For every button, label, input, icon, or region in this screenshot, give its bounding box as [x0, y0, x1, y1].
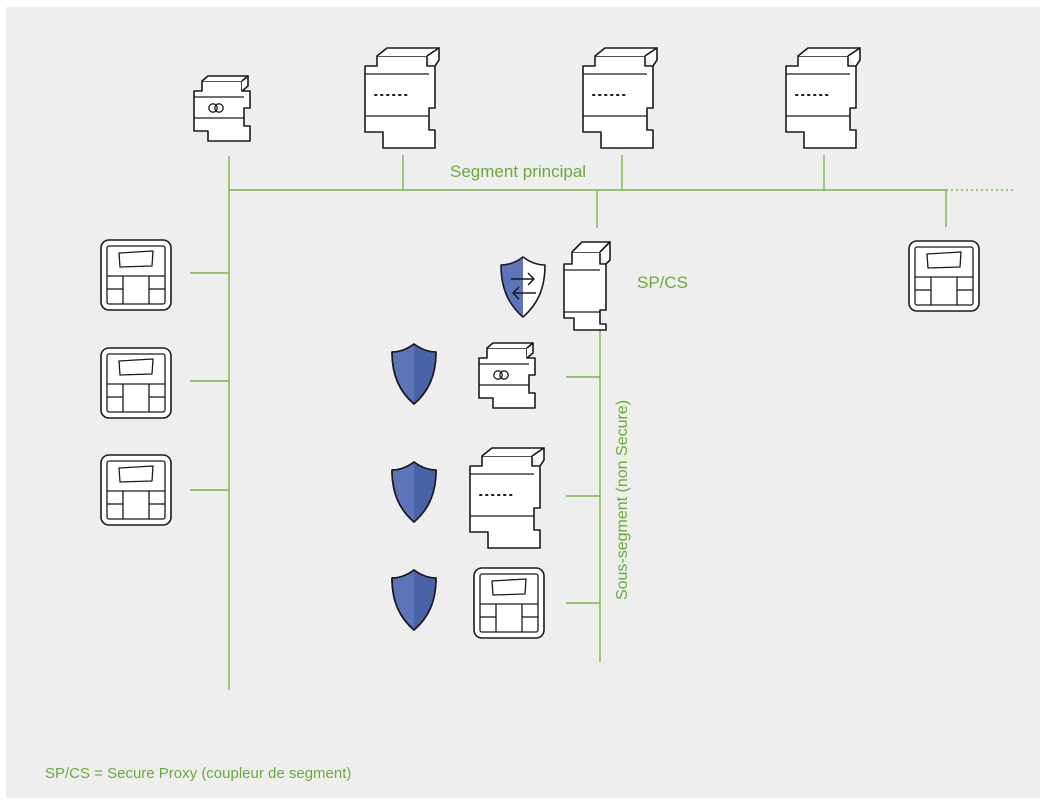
segment-coupler-icon	[563, 241, 611, 331]
actuator-icon	[582, 47, 658, 149]
power-supply-icon	[478, 342, 536, 409]
push-button-panel-icon	[908, 240, 980, 312]
push-button-panel-icon	[100, 239, 172, 311]
actuator-icon	[469, 447, 545, 549]
secure-shield-icon	[391, 569, 437, 631]
actuator-icon	[364, 47, 440, 149]
bus-lines	[190, 155, 1014, 690]
secure-shield-icon	[391, 343, 437, 405]
main-segment-label: Segment principal	[450, 162, 587, 181]
secure-shield-icon	[391, 461, 437, 523]
proxy-label: SP/CS	[637, 273, 689, 292]
actuator-icon	[785, 47, 861, 149]
push-button-panel-icon	[100, 454, 172, 526]
push-button-panel-icon	[100, 347, 172, 419]
proxy-shield-icon	[500, 256, 546, 318]
legend-text: SP/CS = Secure Proxy (coupleur de segmen…	[45, 765, 352, 782]
push-button-panel-icon	[473, 567, 545, 639]
power-supply-icon	[193, 75, 251, 142]
sub-segment-label: Sous-segment (non Secure)	[614, 399, 631, 601]
